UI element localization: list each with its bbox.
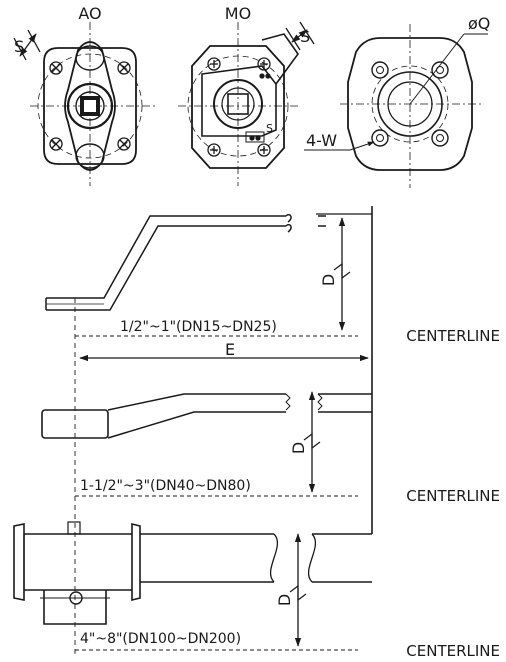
centerline-label-2: CENTERLINE	[406, 487, 500, 505]
handle-large	[13, 521, 372, 651]
handle-small	[45, 213, 369, 362]
w-holes-label: 4-W	[306, 131, 337, 150]
ao-view-label: AO	[78, 4, 101, 23]
d-label-small: D	[319, 274, 338, 286]
size-label-medium: 1-1/2"~3"(DN40~DN80)	[80, 478, 251, 494]
centerline-label-3: CENTERLINE	[406, 642, 500, 660]
handle-medium	[41, 391, 372, 497]
e-label: E	[225, 340, 235, 359]
mo-top-view	[178, 21, 315, 186]
q-diameter-label: øQ	[468, 14, 490, 33]
mo-view-label: MO	[225, 4, 251, 23]
size-label-small: 1/2"~1"(DN15~DN25)	[120, 319, 277, 335]
ao-s-label: S	[14, 37, 24, 56]
flange-view	[304, 24, 488, 188]
mo-s-small-label: S	[266, 122, 273, 135]
size-label-large: 4"~8"(DN100~DN200)	[80, 631, 241, 647]
mo-s-label: S	[300, 27, 310, 46]
d-label-medium: D	[289, 442, 308, 454]
centerline-label-1: CENTERLINE	[406, 327, 500, 345]
ao-top-view	[13, 22, 158, 186]
d-label-large: D	[275, 594, 294, 606]
